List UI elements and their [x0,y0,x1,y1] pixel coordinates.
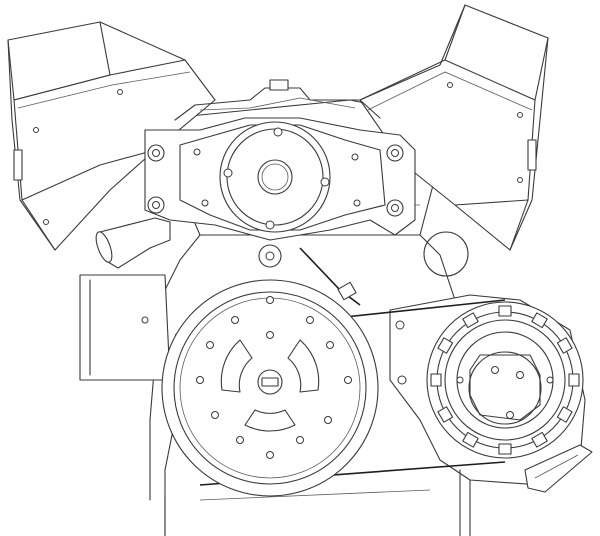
left-bracket [79,274,171,381]
crankshaft-pulley [161,279,379,497]
adjuster-arm [524,444,593,493]
right-valve-cover [359,4,549,251]
small-idler [258,244,282,268]
lower-hose-outlet [95,217,171,269]
intake-manifold [174,79,381,121]
cooling-slots [430,305,580,455]
alternator-pulley [426,301,584,459]
oil-pan [164,469,461,536]
left-valve-cover [7,21,216,251]
water-pump-housing [144,117,416,241]
block-boss [423,231,469,277]
belt-tensioner-clip [337,281,357,301]
